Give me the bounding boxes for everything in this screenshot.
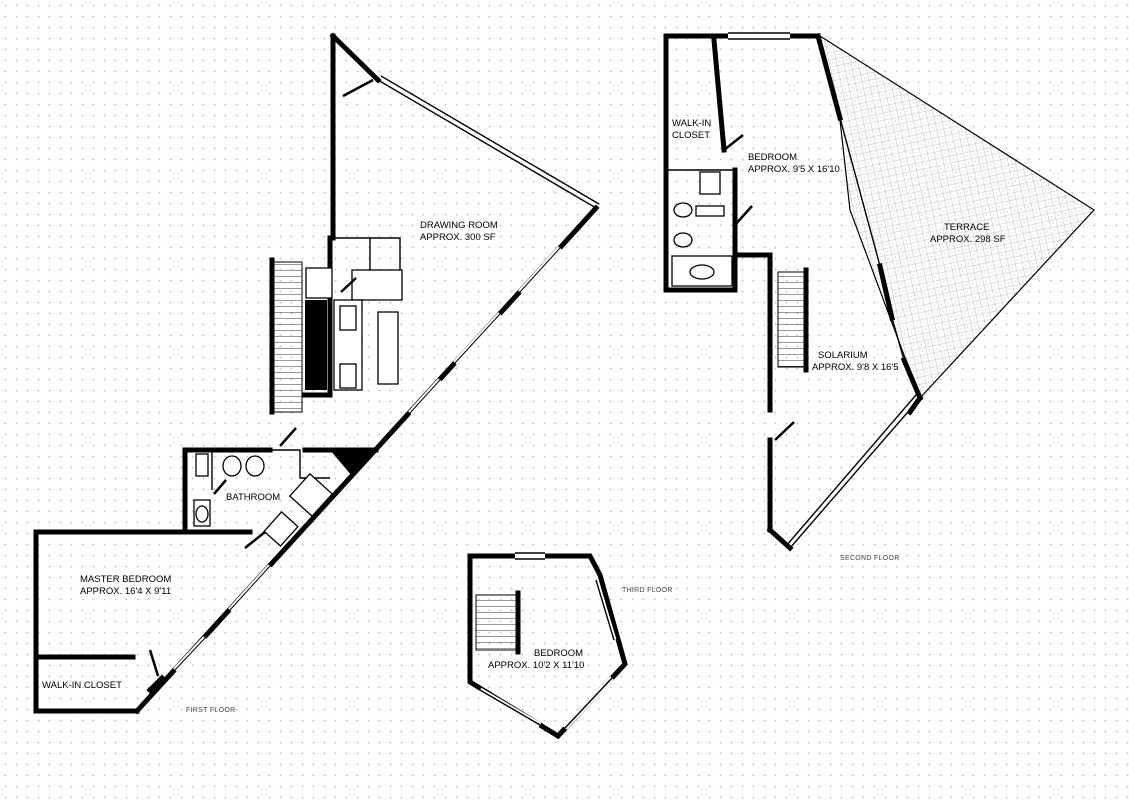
bedroom-2-size: APPROX. 9'5 X 16'10	[748, 164, 840, 175]
first-floor-window-wall	[377, 79, 597, 209]
bathroom-label: BATHROOM	[226, 492, 280, 503]
bedroom-3-size: APPROX. 10'2 x 11'10	[488, 660, 584, 671]
master-bedroom-size: APPROX. 16'4 X 9'11	[80, 586, 171, 597]
first-floor-stairs	[273, 261, 303, 413]
terrace-area	[819, 34, 1095, 400]
second-floor-stairs	[777, 271, 807, 368]
third-floor-stairs	[475, 594, 517, 651]
kitchen-cabinet-block	[305, 300, 327, 390]
walk-in-closet-2-line1: WALK-IN	[672, 118, 711, 129]
third-floor-label: THIRD FLOOR	[622, 587, 673, 594]
bedroom-2-label: BEDROOM	[748, 152, 797, 163]
first-floor-label: FIRST FLOOR	[186, 707, 235, 714]
drawing-room-size: APPROX. 300 SF	[420, 232, 496, 243]
solarium-label: SOLARIUM	[818, 350, 868, 361]
walk-in-closet-label: WALK-IN CLOSET	[42, 680, 122, 691]
first-floor-chimney	[330, 450, 376, 476]
terrace-label: TERRACE	[944, 222, 989, 233]
master-bedroom-wall	[33, 529, 253, 714]
first-floor-outer-wall	[302, 33, 336, 398]
second-floor-toilet	[699, 171, 721, 195]
solarium-size: APPROX. 9'8 X 16'5	[812, 362, 899, 373]
master-bedroom-label: MASTER BEDROOM	[80, 574, 171, 585]
second-floor-plan	[663, 32, 1095, 552]
drawing-room-label: DRAWING ROOM	[420, 220, 498, 231]
first-floor-plan	[33, 32, 600, 715]
first-floor-upper-wall	[329, 32, 382, 84]
third-floor-plan	[467, 552, 628, 740]
second-floor-shower	[671, 255, 733, 287]
second-floor-left-wall	[663, 33, 738, 293]
terrace-size: APPROX. 298 SF	[930, 234, 1006, 245]
bedroom-3-label: BEDROOM	[534, 648, 583, 659]
second-floor-label: SECOND FLOOR	[840, 555, 900, 562]
walk-in-closet-2-line2: CLOSET	[672, 130, 710, 141]
kitchen-counter	[351, 269, 403, 301]
